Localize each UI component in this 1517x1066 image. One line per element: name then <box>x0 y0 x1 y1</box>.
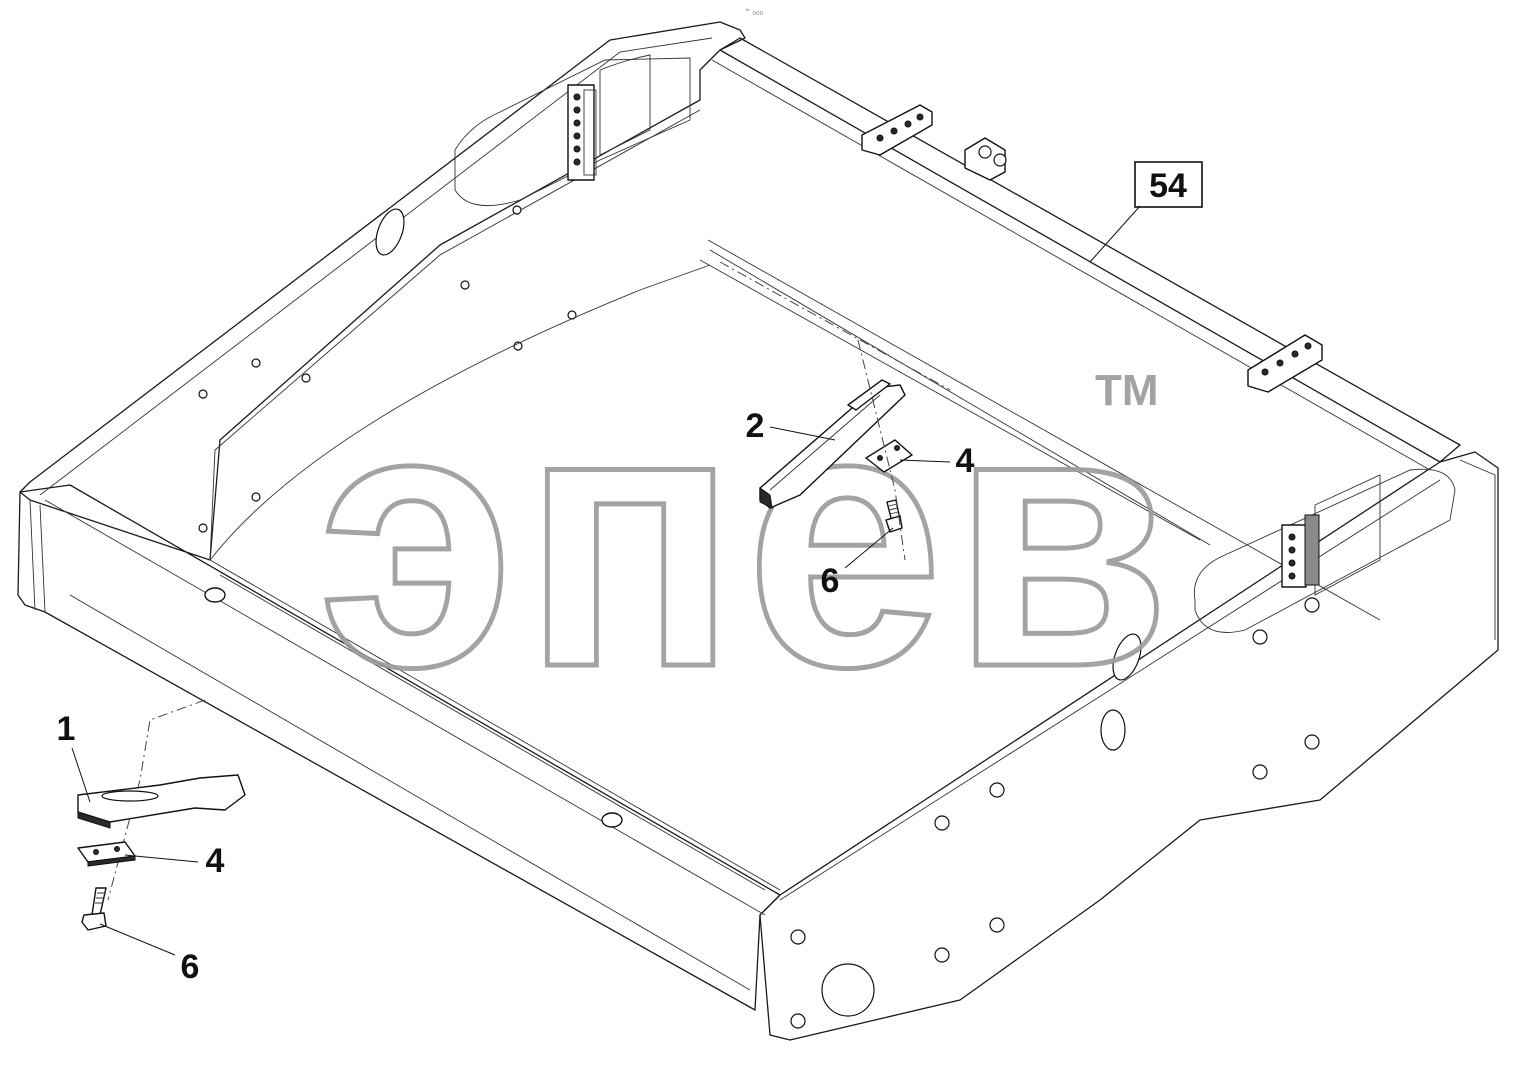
callout-4-upper: 4 <box>956 442 975 480</box>
callouts: 54 2 4 6 1 4 6 <box>57 161 1203 986</box>
callout-54: 54 <box>1149 167 1187 205</box>
right-plate-clamp-block <box>1281 514 1320 588</box>
rear-floor-seam <box>709 249 1211 546</box>
front-beam-nut-right <box>601 812 623 828</box>
front-cross-beam <box>17 484 781 1011</box>
callout-6-lower: 6 <box>181 948 200 986</box>
left-plate-clamp-block <box>567 84 597 181</box>
part-4-washer-lower <box>77 841 136 867</box>
corner-mark: ° ₀₀₀ <box>745 8 764 18</box>
assembly-axis-upper <box>857 339 906 561</box>
part-4-washer-upper <box>865 439 913 473</box>
callout-6-upper: 6 <box>821 562 840 600</box>
lower-exploded-parts <box>77 699 246 931</box>
right-plate-large-hole <box>821 963 875 1017</box>
upper-exploded-parts <box>759 339 913 561</box>
part-6-bolt-lower <box>81 887 107 931</box>
callout-2: 2 <box>746 407 765 445</box>
callout-1: 1 <box>57 710 76 748</box>
rear-top-beam <box>719 37 1461 463</box>
watermark-trademark: TM <box>1095 366 1159 415</box>
right-plate-slot <box>1193 468 1456 633</box>
floor-edge <box>209 264 711 561</box>
left-plate-slot-hole <box>375 208 405 256</box>
front-beam-nut-left <box>204 587 226 603</box>
left-side-plate <box>19 21 746 561</box>
watermark-text: эпев <box>318 331 1178 744</box>
watermark: эпев TM <box>316 329 1178 747</box>
callout-4-lower: 4 <box>206 842 225 880</box>
part-2-wear-plate <box>759 379 906 509</box>
part-1-wear-plate <box>77 774 246 829</box>
rear-lug-bracket <box>964 137 1007 181</box>
assembly-axis-lower <box>107 699 206 901</box>
rear-right-bracket <box>1247 334 1323 393</box>
left-plate-upper-slot <box>454 57 691 207</box>
part-6-bolt-upper <box>885 499 903 533</box>
callout-54-box <box>1134 161 1203 208</box>
rear-top-bracket <box>861 104 933 156</box>
right-plate-oval-hole <box>1112 633 1142 681</box>
frame-assembly <box>17 21 1499 1041</box>
